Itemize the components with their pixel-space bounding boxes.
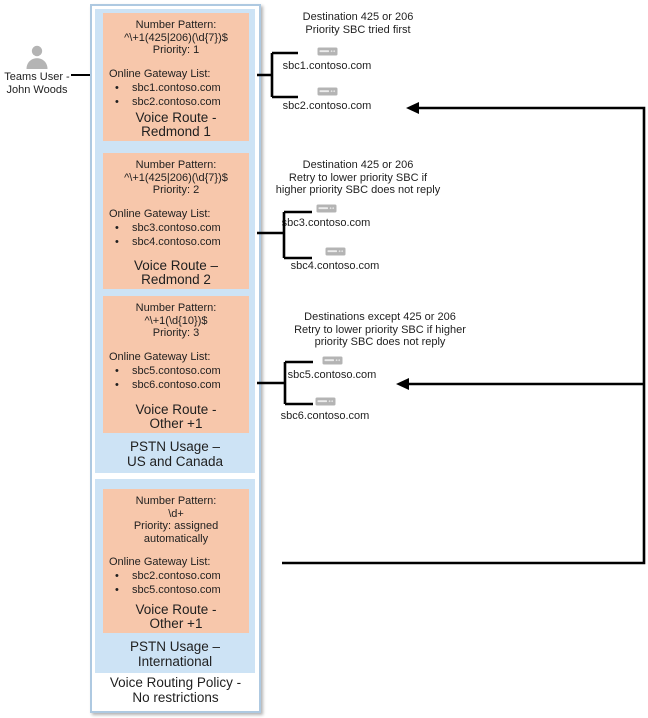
gateway-name: sbc2.contoso.com bbox=[132, 570, 221, 582]
voice-route-redmond1-box: Number Pattern: ^\+1(425|206)(\d{7})$ Pr… bbox=[103, 13, 249, 141]
gateway-list-item: sbc3.contoso.com bbox=[115, 222, 249, 235]
sbc1-label: sbc1.contoso.com bbox=[282, 60, 372, 72]
sbc5-label: sbc5.contoso.com bbox=[287, 369, 377, 381]
gateway-list-label: Online Gateway List: bbox=[109, 556, 211, 568]
voice-route-other1-box: Number Pattern: ^\+1(\d{10})$ Priority: … bbox=[103, 296, 249, 433]
number-pattern-label: Number Pattern: bbox=[135, 159, 217, 171]
teams-user: Teams User - John Woods bbox=[1, 45, 73, 97]
sbc6-node: sbc6.contoso.com bbox=[270, 397, 380, 422]
sbc4-label: sbc4.contoso.com bbox=[290, 260, 380, 272]
gateway-list-item: sbc5.contoso.com bbox=[115, 584, 249, 597]
sbc-server-icon bbox=[277, 356, 387, 365]
gateway-name: sbc5.contoso.com bbox=[132, 584, 221, 596]
arrowhead-sbc5 bbox=[396, 378, 409, 390]
sbc4-node: sbc4.contoso.com bbox=[280, 247, 390, 272]
teams-user-label: Teams User - John Woods bbox=[4, 71, 70, 96]
annotation-retry-other: Destinations except 425 or 206 Retry to … bbox=[294, 311, 466, 348]
sbc3-label: sbc3.contoso.com bbox=[281, 217, 371, 229]
arrowhead-sbc2 bbox=[406, 102, 419, 114]
gateway-list-item: sbc2.contoso.com bbox=[115, 570, 249, 583]
gateway-name: sbc4.contoso.com bbox=[132, 235, 221, 248]
voice-route-title: Voice Route – Redmond 2 bbox=[133, 258, 219, 287]
sbc1-node: sbc1.contoso.com bbox=[272, 47, 382, 72]
sbc-server-icon bbox=[272, 87, 382, 96]
voice-route-title: Voice Route - Other +1 bbox=[135, 402, 217, 431]
annotation-retry-425-206: Destination 425 or 206 Retry to lower pr… bbox=[275, 159, 441, 196]
gateway-list-item: sbc4.contoso.com bbox=[115, 236, 249, 249]
gateway-list-label: Online Gateway List: bbox=[109, 67, 211, 80]
priority-value: Priority: 2 bbox=[152, 184, 200, 196]
sbc5-node: sbc5.contoso.com bbox=[277, 356, 387, 381]
pstn-usage-international-label: PSTN Usage – International bbox=[129, 639, 221, 669]
gateway-list-item: sbc6.contoso.com bbox=[115, 379, 249, 392]
gateway-list-item: sbc1.contoso.com bbox=[115, 82, 249, 95]
priority-value: Priority: 1 bbox=[152, 44, 200, 56]
priority-value: Priority: 3 bbox=[152, 327, 200, 339]
sbc6-label: sbc6.contoso.com bbox=[280, 410, 370, 422]
number-pattern-value: ^\+1(425|206)(\d{7})$ bbox=[124, 31, 228, 44]
gateway-list-item: sbc5.contoso.com bbox=[115, 365, 249, 378]
number-pattern-value: ^\+1(425|206)(\d{7})$ bbox=[124, 171, 228, 184]
gateway-list-item: sbc2.contoso.com bbox=[115, 96, 249, 109]
voice-route-title: Voice Route - Redmond 1 bbox=[135, 110, 217, 139]
sbc2-node: sbc2.contoso.com bbox=[272, 87, 382, 112]
gateway-name: sbc6.contoso.com bbox=[132, 378, 221, 391]
voice-route-international-box: Number Pattern: \d+ Priority: assigned a… bbox=[103, 489, 249, 633]
gateway-name: sbc5.contoso.com bbox=[132, 364, 221, 377]
number-pattern-value: \d+ bbox=[168, 507, 184, 520]
sbc2-label: sbc2.contoso.com bbox=[282, 100, 372, 112]
sbc-server-icon bbox=[280, 247, 390, 256]
sbc-server-icon bbox=[272, 47, 382, 56]
voice-routing-policy-label: Voice Routing Policy - No restrictions bbox=[109, 675, 242, 705]
number-pattern-value: ^\+1(\d{10})$ bbox=[144, 314, 208, 327]
sbc-server-icon bbox=[270, 397, 380, 406]
sbc-server-icon bbox=[271, 204, 381, 213]
pstn-usage-us-canada-label: PSTN Usage – US and Canada bbox=[126, 439, 224, 469]
gateway-name: sbc2.contoso.com bbox=[132, 95, 221, 108]
number-pattern-label: Number Pattern: bbox=[135, 495, 217, 507]
gateway-list-label: Online Gateway List: bbox=[109, 350, 211, 363]
voice-route-redmond2-box: Number Pattern: ^\+1(425|206)(\d{7})$ Pr… bbox=[103, 153, 249, 289]
number-pattern-label: Number Pattern: bbox=[135, 19, 217, 31]
annotation-priority-first: Destination 425 or 206 Priority SBC trie… bbox=[302, 11, 414, 36]
voice-route-title: Voice Route - Other +1 bbox=[135, 602, 217, 631]
gateway-name: sbc3.contoso.com bbox=[132, 221, 221, 234]
person-icon bbox=[1, 45, 73, 69]
gateway-name: sbc1.contoso.com bbox=[132, 81, 221, 94]
number-pattern-label: Number Pattern: bbox=[135, 302, 217, 314]
priority-value: Priority: assigned automatically bbox=[133, 520, 219, 545]
gateway-list-label: Online Gateway List: bbox=[109, 207, 211, 220]
sbc3-node: sbc3.contoso.com bbox=[271, 204, 381, 229]
